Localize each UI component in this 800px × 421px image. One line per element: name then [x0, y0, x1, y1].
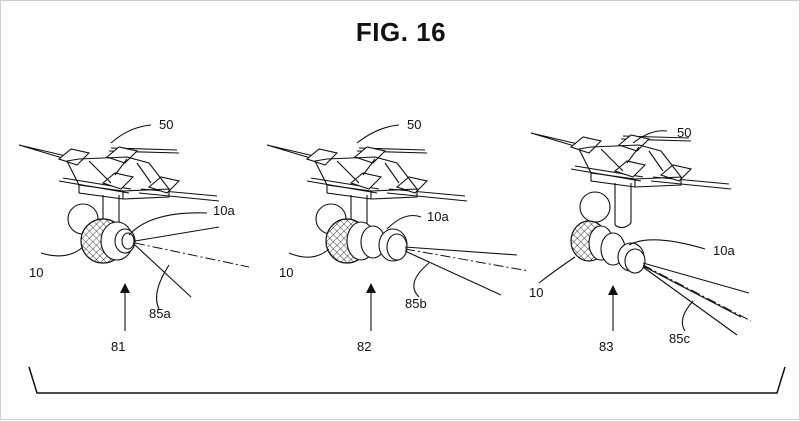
- label-10: 10: [529, 285, 543, 300]
- arrowhead-81: [120, 283, 130, 293]
- label-10: 10: [29, 265, 43, 280]
- leader-10a: [628, 239, 706, 250]
- arrowhead-82: [366, 283, 376, 293]
- group-bracket: [28, 366, 786, 394]
- leader-10a: [128, 212, 208, 236]
- beam-85b: [404, 246, 530, 296]
- beam-85c: [642, 262, 752, 336]
- arrowhead-83: [608, 285, 618, 295]
- label-10a: 10a: [213, 203, 235, 218]
- label-83: 83: [599, 339, 613, 354]
- label-10a: 10a: [713, 243, 735, 258]
- label-10: 10: [279, 265, 293, 280]
- leader-50: [110, 124, 152, 144]
- leader-10: [538, 256, 576, 284]
- panel-81: 50 10a 10 85a: [18, 117, 250, 354]
- leader-10: [288, 248, 330, 258]
- panel-82: 50 10a 10 85b 82: [266, 117, 530, 354]
- label-85a: 85a: [149, 306, 171, 321]
- label-85c: 85c: [669, 331, 690, 346]
- leader-10: [40, 246, 84, 257]
- camera-unit-10: [570, 220, 646, 274]
- label-85b: 85b: [405, 296, 427, 311]
- beam-85a: [134, 226, 250, 298]
- leader-10a: [386, 214, 422, 230]
- label-50: 50: [677, 125, 691, 140]
- label-50: 50: [159, 117, 173, 132]
- leader-85c: [681, 300, 694, 332]
- label-50: 50: [407, 117, 421, 132]
- leader-50: [356, 124, 400, 144]
- leader-85a: [156, 264, 170, 310]
- camera-unit-10: [325, 218, 408, 264]
- leader-50: [632, 130, 668, 144]
- camera-unit-10: [80, 218, 136, 264]
- figure-title: FIG. 16: [355, 17, 447, 47]
- label-81: 81: [111, 339, 125, 354]
- drone-50: [530, 132, 732, 229]
- panel-83: 50 10a 10 85c 83: [529, 125, 752, 354]
- leader-85b: [413, 262, 430, 298]
- label-82: 82: [357, 339, 371, 354]
- label-10a: 10a: [427, 209, 449, 224]
